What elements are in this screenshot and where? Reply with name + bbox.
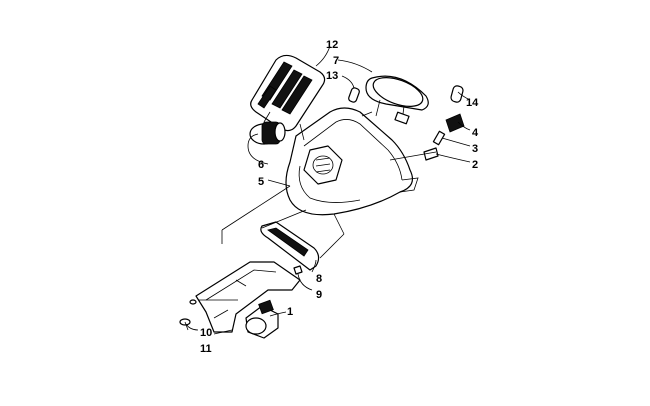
part-11-screw [179, 299, 197, 331]
part-9-screw [293, 265, 303, 275]
leader-lines [185, 45, 471, 335]
callout-4: 4 [472, 127, 479, 139]
part-8-gasket [260, 221, 320, 271]
part-4-switch [445, 113, 465, 133]
callout-9: 9 [316, 289, 322, 301]
callout-13: 13 [326, 70, 338, 82]
callout-1: 1 [287, 306, 293, 318]
callout-8: 8 [316, 273, 322, 285]
part-10-bracket [195, 261, 301, 333]
callout-6: 6 [258, 159, 264, 171]
callout-11: 11 [200, 343, 212, 355]
part-7-gauge [365, 75, 429, 125]
callout-3: 3 [472, 143, 478, 155]
callout-5: 5 [258, 176, 264, 188]
callout-10: 10 [200, 327, 212, 339]
callout-12: 12 [326, 39, 338, 51]
callout-2: 2 [472, 159, 478, 171]
part-12-grille-panel [250, 54, 326, 132]
part-2-clip [423, 147, 439, 161]
part-5-housing [285, 107, 419, 216]
part-1-switch [245, 299, 279, 339]
part-6-knob [249, 121, 286, 145]
callout-14: 14 [466, 97, 479, 109]
callout-7: 7 [333, 55, 339, 67]
assembly-lines [198, 111, 437, 301]
part-13-bulb [348, 87, 360, 103]
callout-labels: 12 7 13 14 4 3 2 6 5 8 9 1 10 11 [200, 39, 479, 355]
part-14-connector [450, 85, 464, 103]
part-3-fastener [432, 130, 446, 146]
